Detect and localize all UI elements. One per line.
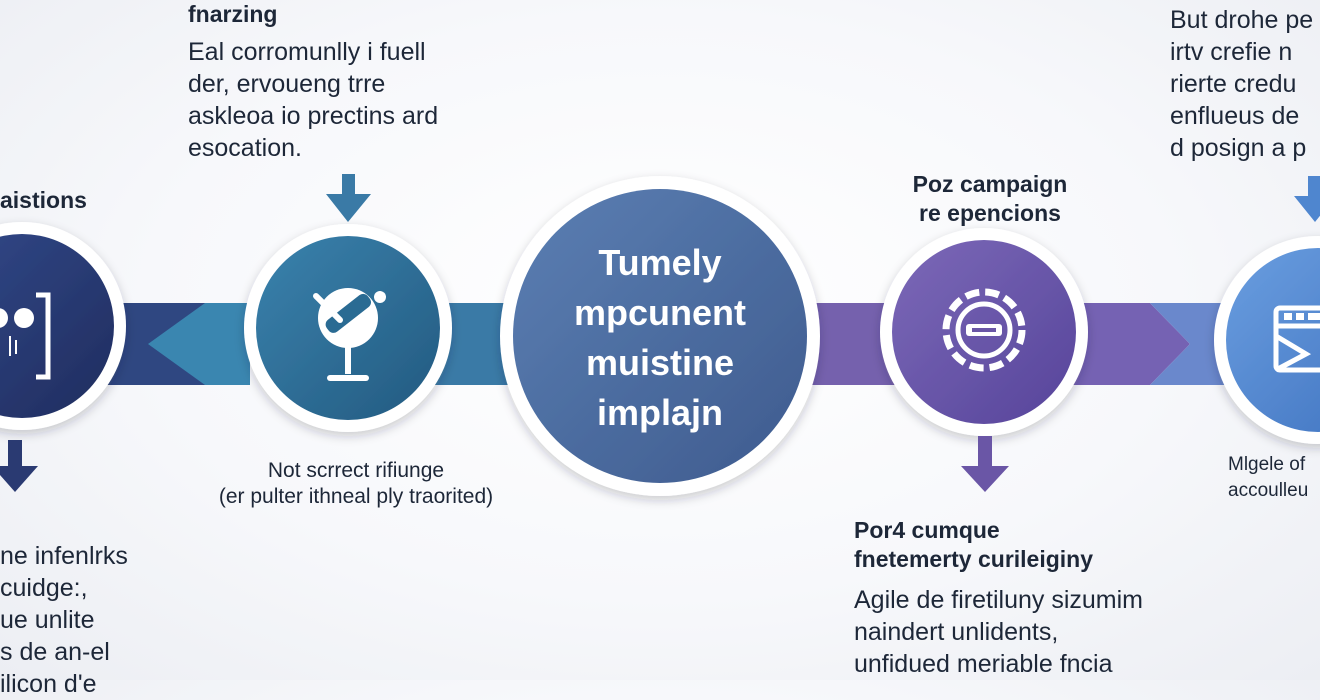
gear-icon (942, 288, 1026, 372)
arrow-from-step-4 (961, 436, 1009, 492)
step-4-title-block: Poz campaign re epencions (880, 170, 1100, 228)
step-circle-1 (0, 222, 126, 430)
step-1-title: aistions (0, 187, 87, 213)
step-4-subtitle: re epencions (919, 200, 1061, 226)
device-icon (0, 292, 51, 380)
step-1-description: ne infenlrks cuidge:, ue unlite s de an-… (0, 542, 128, 698)
center-line-2: mpcunent (573, 292, 746, 333)
center-line-3: muistine (585, 342, 735, 383)
center-circle (500, 176, 820, 496)
step-circle-5 (1214, 236, 1320, 444)
step-4-description: Agile de firetiluny sizumim naindert unl… (854, 586, 1143, 678)
flow-diagram (0, 174, 1320, 496)
window-icon (1273, 305, 1320, 373)
arrow-from-step-1 (0, 440, 38, 492)
left-chevron-arrow (148, 303, 250, 385)
step-5-description: But drohe pe irtv crefie n rierte credu … (1170, 6, 1314, 162)
arrow-into-step-2 (326, 174, 371, 222)
right-chevron-arrow (1060, 303, 1190, 385)
step-2-title: fnarzing (188, 1, 278, 27)
step-4-heading: Por4 cumque fnetemerty curileiginy (854, 517, 1094, 572)
step-4-title: Poz campaign (912, 171, 1068, 197)
telescope-icon (313, 288, 386, 381)
center-line-1: Tumely (598, 242, 722, 283)
step-2-description: Eal corromunlly i fuell der, ervoueng tr… (188, 38, 439, 162)
arrow-into-step-5 (1294, 176, 1320, 222)
center-line-4: implajn (596, 392, 724, 433)
center-circle-text: Tumely mpcunent muistine implajn (540, 238, 780, 438)
step-2-caption: Not scrrect rifiunge (er pulter ithneal … (218, 459, 494, 508)
step-5-caption: Mlgele of accoulleu (1228, 454, 1309, 501)
